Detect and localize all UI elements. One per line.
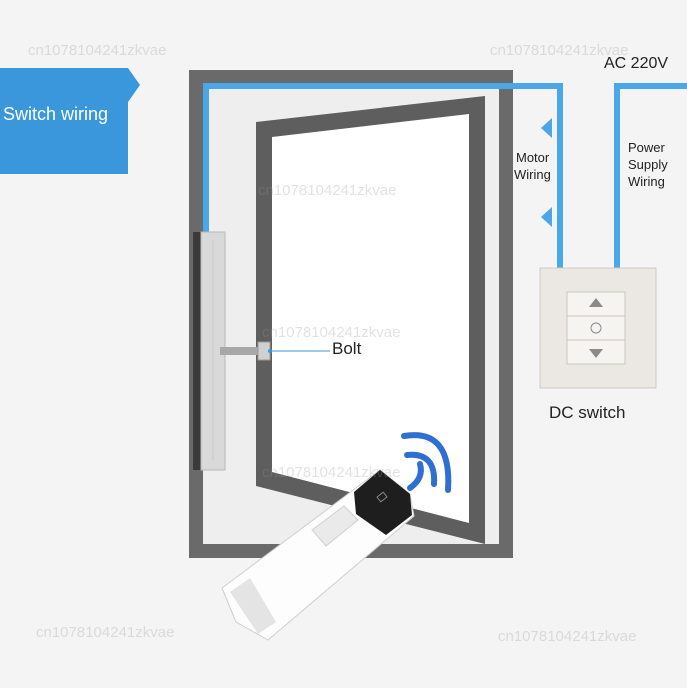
watermark: cn1078104241zkvae <box>490 42 629 59</box>
switch-up-icon <box>589 298 603 307</box>
actuator-chain <box>220 347 264 355</box>
power-label-line2: Supply <box>628 157 668 172</box>
signal-wave-2 <box>404 451 438 487</box>
motor-label-line2: Wiring <box>514 167 551 182</box>
motor-wire <box>203 83 563 270</box>
power-wire <box>614 83 687 270</box>
dc-switch-label: DC switch <box>549 403 626 422</box>
motor-label-line1: Motor <box>516 150 550 165</box>
watermark: cn1078104241zkvae <box>262 324 401 341</box>
signal-wave-1 <box>407 461 424 491</box>
banner-arrow-icon <box>128 68 140 102</box>
power-label-line3: Wiring <box>628 174 665 189</box>
watermark: cn1078104241zkvae <box>36 624 175 641</box>
motor-wire-arrow-top <box>541 118 552 138</box>
actuator-housing-back <box>193 232 203 470</box>
switch-down-icon <box>589 349 603 358</box>
signal-wave-3 <box>401 432 452 493</box>
watermark: cn1078104241zkvae <box>262 464 401 481</box>
watermark: cn1078104241zkvae <box>28 42 167 59</box>
watermark: cn1078104241zkvae <box>498 628 637 645</box>
motor-wire-arrow-bottom <box>541 207 552 227</box>
ac-label: AC 220V <box>604 55 669 72</box>
power-label-line1: Power <box>628 140 665 155</box>
switch-wiring-banner <box>0 68 128 174</box>
banner-label: Switch wiring <box>3 104 109 124</box>
window-glass <box>272 114 469 523</box>
remote-control <box>221 469 415 641</box>
bolt-label: Bolt <box>332 339 362 358</box>
watermark: cn1078104241zkvae <box>258 182 397 199</box>
switch-stop-icon <box>590 322 602 334</box>
